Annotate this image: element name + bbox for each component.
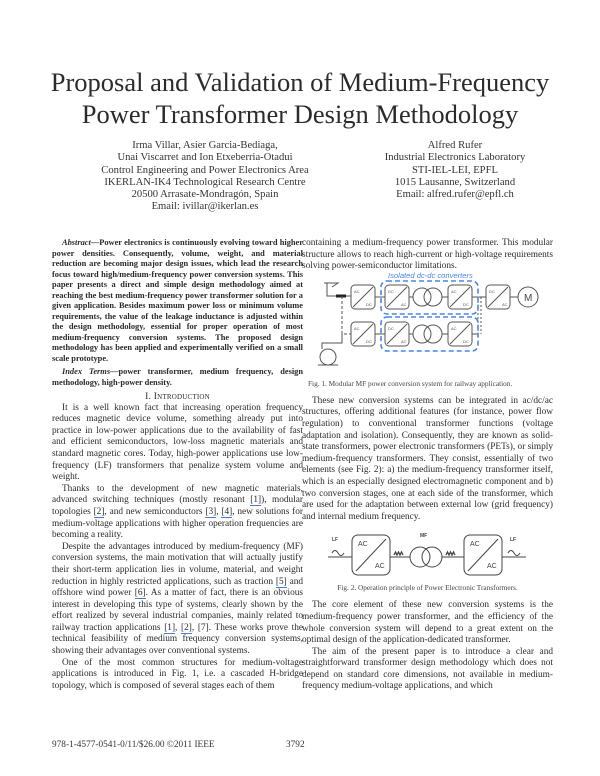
citation-link[interactable]: [2] [93,506,105,518]
copyright-footer: 978-1-4577-0541-0/11/$26.00 ©2011 IEEE [52,740,215,750]
paragraph: Thanks to the development of new magneti… [52,483,303,541]
svg-text:DC: DC [388,289,394,294]
svg-text:DC: DC [463,339,469,344]
svg-text:AC: AC [354,289,360,294]
lf-right-label: LF [510,537,517,544]
ac-label: AC [470,541,480,549]
title-line-1: Proposal and Validation of Medium-Freque… [50,67,550,97]
index-terms-text: —power transformer, medium frequency, de… [52,367,304,387]
ac-label: AC [375,563,385,571]
address: 20500 Arrasate-Mondragón, Spain [131,189,279,201]
abstract-text: —Power electronics is continuously evolv… [52,238,303,363]
motor-label: M [524,293,532,304]
svg-text:DC: DC [388,326,394,331]
svg-text:DC: DC [366,339,372,344]
paper-title: Proposal and Validation of Medium-Freque… [0,66,600,130]
svg-text:AC: AC [401,339,407,344]
citation-link[interactable]: [2] [181,622,192,634]
lf-left-label: LF [332,537,339,544]
affiliation: STI-IEL-LEI, EPFL [412,164,498,176]
pet-principle-diagram [328,534,526,576]
figure-2: LF MF LF AC AC AC AC [302,529,553,579]
ac-label: AC [487,563,497,571]
fig1-group-label: Isolated dc-dc converters [388,270,473,280]
author-names: Alfred Rufer [427,140,483,151]
mf-label: MF [420,533,428,540]
paragraph: One of the most common structures for me… [52,657,303,691]
left-column: Abstract—Power electronics is continuous… [52,238,303,692]
citation-link[interactable]: [1] [164,622,176,634]
citation-link[interactable]: [6] [134,588,146,600]
email: Email: ivillar@ikerlan.es [151,201,259,213]
figure-1: AC DC DC AC AC DC DC AC AC DC DC AC AC DC M Iso… [302,271,553,375]
affiliation: Industrial Electronics Laboratory [384,152,526,164]
svg-text:AC: AC [502,302,508,307]
figure-2-caption: Fig. 2. Operation principle of Power Ele… [337,583,518,593]
author-names: Unai Viscarret and Ion Etxeberria-Otadui [117,152,293,164]
citation-link[interactable]: [4] [221,506,233,518]
address: 1015 Lausanne, Switzerland [394,176,516,188]
paragraph: containing a medium-frequency power tran… [302,238,553,272]
svg-text:DC: DC [463,302,469,307]
paragraph: It is a well known fact that increasing … [52,402,303,483]
figure-1-caption: Fig. 1. Modular MF power conversion syst… [308,378,513,388]
svg-text:AC: AC [451,289,457,294]
paragraph: The aim of the present paper is to intro… [302,646,553,692]
email: Email: alfred.rufer@epfl.ch [396,189,514,201]
modular-converter-diagram: AC DC DC AC AC DC DC AC AC DC DC AC AC DC M [318,279,539,366]
author-names: Irma Villar, Asier Garcia-Bediaga, [132,140,278,151]
ac-label: AC [358,541,368,549]
right-column: containing a medium-frequency power tran… [302,238,553,693]
abstract: Abstract—Power electronics is continuous… [52,238,303,388]
authors-left-block: Irma Villar, Asier Garcia-Bediaga, Unai … [80,140,330,214]
affiliation: IKERLAN-IK4 Technological Research Centr… [104,176,306,188]
citation-link[interactable]: [5] [275,576,287,588]
paragraph: These new conversion systems can be inte… [302,395,553,522]
index-terms-label: Index Terms [62,367,111,376]
paragraph: Despite the advantages introduced by med… [52,541,303,657]
authors-right-block: Alfred Rufer Industrial Electronics Labo… [330,140,580,201]
citation-link[interactable]: [1] [250,495,262,507]
citation-link[interactable]: [3] [205,506,217,518]
affiliation: Control Engineering and Power Electronic… [101,164,309,176]
svg-text:AC: AC [354,326,360,331]
page-number: 3792 [286,740,305,750]
paragraph: The core element of these new conversion… [302,600,553,646]
abstract-label: Abstract [62,238,91,247]
svg-text:AC: AC [451,326,457,331]
svg-text:DC: DC [366,302,372,307]
svg-text:AC: AC [401,302,407,307]
svg-text:DC: DC [489,289,495,294]
title-line-2: Power Transformer Design Methodology [81,99,519,129]
section-heading: I. Introduction [145,391,210,402]
